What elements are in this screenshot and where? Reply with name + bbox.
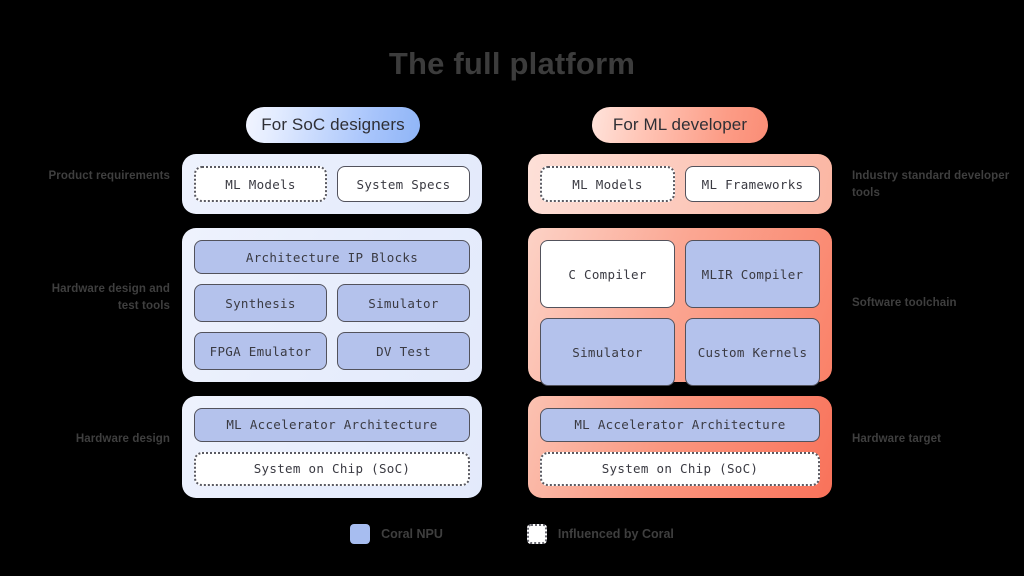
- box-right-system-on-chip[interactable]: System on Chip (SoC): [540, 451, 820, 486]
- row-label-right-hardware-target: Hardware target: [852, 433, 942, 445]
- panel-right-industry-standard-developer-tools: ML Models ML Frameworks: [528, 154, 832, 214]
- panel-right-r1-grid: ML Models ML Frameworks: [540, 166, 820, 202]
- panel-left-hardware-design-and-test-tools: Architecture IP Blocks Synthesis Simulat…: [182, 228, 482, 382]
- page-title: The full platform: [388, 46, 636, 81]
- box-right-simulator[interactable]: Simulator: [540, 318, 675, 386]
- dotted-square-icon: [526, 524, 547, 544]
- panel-right-hardware-target: ML Accelerator Architecture System on Ch…: [528, 396, 832, 498]
- legend-item-influenced-by-coral: Influenced by Coral: [526, 524, 674, 544]
- box-left-system-specs[interactable]: System Specs: [337, 166, 470, 202]
- row-label-left-product-requirements: Product requirements: [48, 170, 170, 182]
- box-left-ml-models[interactable]: ML Models: [194, 166, 327, 202]
- panel-left-r2-stack: Architecture IP Blocks Synthesis Simulat…: [194, 240, 470, 370]
- pill-ml-label: For ML developer: [612, 115, 748, 134]
- panel-right-r2-grid-a: C Compiler MLIR Compiler: [540, 240, 820, 308]
- box-right-ml-accelerator-architecture[interactable]: ML Accelerator Architecture: [540, 408, 820, 442]
- panel-left-product-requirements: ML Models System Specs: [182, 154, 482, 214]
- blue-square-icon: [350, 524, 371, 544]
- pill-soc-label: For SoC designers: [261, 115, 405, 134]
- box-right-ml-models[interactable]: ML Models: [540, 166, 675, 202]
- row-label-left-hardware-design-and-test-tools: Hardware design and test tools: [51, 283, 170, 312]
- panel-right-r2-grid-b: Simulator Custom Kernels: [540, 318, 820, 386]
- panel-left-r2-grid-a: Synthesis Simulator: [194, 284, 470, 322]
- box-left-synthesis[interactable]: Synthesis: [194, 284, 327, 322]
- box-right-mlir-compiler[interactable]: MLIR Compiler: [685, 240, 820, 308]
- box-left-fpga-emulator[interactable]: FPGA Emulator: [194, 332, 327, 370]
- panel-left-r1-grid: ML Models System Specs: [194, 166, 470, 202]
- panel-left-r3-stack: ML Accelerator Architecture System on Ch…: [194, 408, 470, 486]
- legend-item-coral-npu: Coral NPU: [350, 524, 443, 544]
- legend-label-coral-npu: Coral NPU: [381, 527, 443, 541]
- row-label-left-hardware-design: Hardware design: [75, 433, 170, 445]
- pill-for-soc-designers: For SoC designers: [246, 107, 420, 143]
- panel-right-r3-stack: ML Accelerator Architecture System on Ch…: [540, 408, 820, 486]
- panel-left-r2-grid-b: FPGA Emulator DV Test: [194, 332, 470, 370]
- box-left-simulator[interactable]: Simulator: [337, 284, 470, 322]
- panel-right-software-toolchain: C Compiler MLIR Compiler Simulator Custo…: [528, 228, 832, 386]
- box-right-ml-frameworks[interactable]: ML Frameworks: [685, 166, 820, 202]
- box-right-custom-kernels[interactable]: Custom Kernels: [685, 318, 820, 386]
- panel-left-hardware-design: ML Accelerator Architecture System on Ch…: [182, 396, 482, 498]
- box-left-ml-accelerator-architecture[interactable]: ML Accelerator Architecture: [194, 408, 470, 442]
- box-left-architecture-ip-blocks[interactable]: Architecture IP Blocks: [194, 240, 470, 274]
- box-left-system-on-chip[interactable]: System on Chip (SoC): [194, 451, 470, 486]
- row-label-right-software-toolchain: Software toolchain: [852, 297, 957, 309]
- row-label-right-industry-standard-developer-tools: Industry standard developer tools: [852, 170, 1010, 199]
- legend-label-influenced-by-coral: Influenced by Coral: [557, 527, 674, 541]
- panel-right-r2-stack: C Compiler MLIR Compiler Simulator Custo…: [540, 240, 820, 386]
- box-left-dv-test[interactable]: DV Test: [337, 332, 470, 370]
- legend: Coral NPU Influenced by Coral: [0, 524, 1024, 544]
- pill-for-ml-developer: For ML developer: [592, 107, 768, 143]
- box-right-c-compiler[interactable]: C Compiler: [540, 240, 675, 308]
